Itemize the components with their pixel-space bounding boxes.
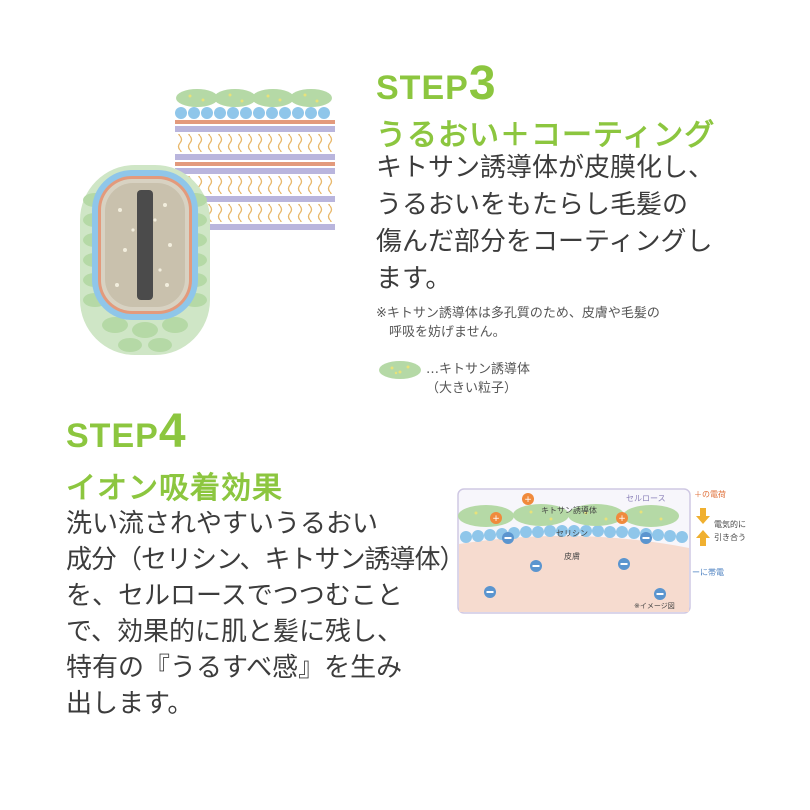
step3-note-line: ※キトサン誘導体は多孔質のため、皮膚や毛髪の — [376, 306, 660, 321]
step3-number: 3 — [468, 57, 497, 110]
step3-label: STEP3 — [376, 56, 497, 111]
hair-coating-illustration — [80, 89, 335, 355]
step3-body-line: うるおいをもたらし毛髪の — [376, 190, 689, 220]
step4-heading: イオン吸着効果 — [66, 471, 283, 506]
step3-body-line: 傷んだ部分をコーティングし — [376, 227, 713, 257]
svg-text:+: + — [618, 514, 626, 524]
svg-text:+: + — [492, 514, 500, 524]
step3-body-line: キトサン誘導体が皮膜化し、 — [376, 153, 715, 183]
legend-line: （大きい粒子） — [426, 381, 518, 396]
step3-note: ※キトサン誘導体は多孔質のため、皮膚や毛髪の 呼吸を妨げません。 — [376, 304, 796, 342]
step3-body: キトサン誘導体が皮膜化し、 うるおいをもたらし毛髪の 傷んだ部分をコーティングし… — [376, 150, 806, 298]
sericin-label: セリシン — [556, 529, 588, 538]
step3-heading: うるおい＋コーティング — [376, 118, 716, 153]
minus-charge-icons — [484, 532, 666, 600]
attract-arrow-icon — [696, 508, 710, 546]
step3-word: STEP — [376, 69, 469, 107]
cellulose-label: セルロース — [626, 494, 666, 503]
step4-body-line: 成分（セリシン、キトサン誘導体） — [66, 545, 465, 575]
step3-body-line: ます。 — [376, 264, 452, 294]
skin-label: 皮膚 — [564, 551, 580, 561]
plus-charge-label: ＋の電荷 — [694, 489, 726, 499]
step4-body-line: を、セルロースでつつむこと — [66, 581, 403, 611]
step4-label: STEP4 — [66, 404, 187, 459]
step4-body-line: 洗い流されやすいうるおい — [66, 509, 379, 539]
step4-number: 4 — [158, 405, 187, 458]
chitosan-legend: …キトサン誘導体 （大きい粒子） — [426, 360, 530, 398]
chitosan-particle-icon — [379, 361, 421, 379]
attract-label-line: 電気的に — [714, 519, 746, 529]
step4-body-line: 特有の『うるすべ感』を生み — [66, 653, 403, 683]
hair-shaft — [80, 165, 210, 355]
attract-label-line: 引き合う — [714, 532, 746, 542]
step4-body-line: で、効果的に肌と髪に残し、 — [66, 617, 403, 647]
svg-text:+: + — [524, 495, 532, 505]
image-note: ※イメージ図 — [634, 602, 675, 610]
ion-adsorption-diagram: キトサン誘導体 セリシン 皮膚 セルロース ※イメージ図 + + + ＋の電荷 … — [457, 488, 746, 614]
chitosan-label: キトサン誘導体 — [541, 505, 597, 515]
step4-body-line: 出します。 — [66, 689, 194, 719]
minus-charge-label: ーに帯電 — [692, 567, 724, 577]
step4-word: STEP — [66, 417, 159, 455]
plus-charge-icons: + + + — [490, 493, 628, 524]
legend-line: …キトサン誘導体 — [426, 362, 531, 377]
step4-body: 洗い流されやすいうるおい 成分（セリシン、キトサン誘導体） を、セルロースでつつ… — [66, 506, 466, 722]
step3-note-line: 呼吸を妨げません。 — [376, 325, 506, 340]
